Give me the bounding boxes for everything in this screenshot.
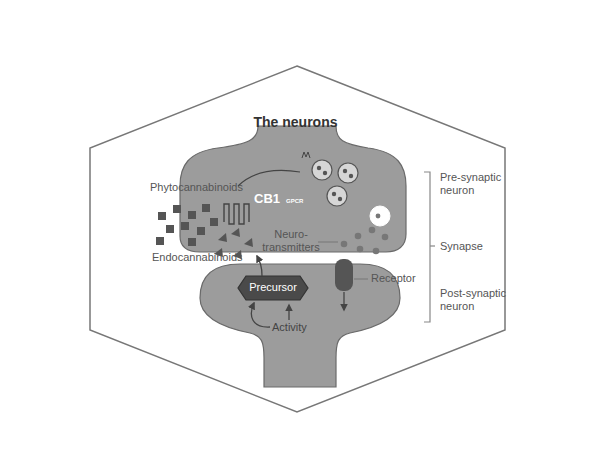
neurotransmitter	[341, 241, 348, 248]
signal-arrow	[343, 292, 344, 310]
phytocannabinoid	[202, 204, 210, 212]
neurotransmitters-label: Neuro- transmitters	[262, 228, 320, 253]
receptor-symbol	[335, 259, 353, 291]
release-arrow	[257, 256, 262, 276]
endocannabinoid	[218, 233, 227, 242]
vesicle-content	[323, 171, 327, 175]
section-label: Synapse	[440, 240, 483, 253]
feedback-arrow	[251, 303, 270, 327]
vesicle	[327, 186, 347, 206]
phytocannabinoid	[197, 227, 205, 235]
inhibition-symbol	[302, 152, 310, 158]
precursor-label: Precursor	[238, 281, 308, 294]
phytocannabinoid	[173, 205, 181, 213]
receptor-class: GPCR	[286, 198, 303, 205]
neurotransmitter	[357, 246, 364, 253]
neurotransmitter	[373, 248, 380, 255]
activity-arrow	[288, 305, 289, 320]
neurotransmitter	[355, 233, 362, 240]
phytocannabinoid	[158, 212, 166, 220]
endocannabinoid	[244, 238, 253, 247]
endocannabinoids-label: Endocannabinoids	[152, 251, 243, 264]
vesicle-content	[349, 174, 353, 178]
neurotransmitter	[369, 227, 376, 234]
phytocannabinoids-label: Phytocannabinoids	[150, 181, 243, 194]
bracket-tick	[430, 245, 435, 246]
diagram-title: The neurons	[0, 114, 591, 130]
phytocannabinoid	[210, 218, 218, 226]
phytocannabinoid-group	[156, 204, 218, 246]
node-shape	[200, 264, 400, 387]
activity-label: Activity	[272, 321, 307, 334]
neurotransmitter	[382, 234, 389, 241]
phytocannabinoid	[188, 238, 196, 246]
cb1-receptor-symbol	[224, 204, 249, 224]
phytocannabinoid	[181, 222, 189, 230]
neurotransmitter-group	[341, 227, 389, 255]
endocannabinoid	[231, 228, 240, 237]
section-label: Pre-synaptic neuron	[440, 171, 510, 196]
leader-line	[354, 279, 368, 280]
receptor-name: CB1	[254, 192, 280, 207]
section-label: Post-synaptic neuron	[440, 287, 512, 312]
vesicle	[312, 160, 332, 180]
vesicle-content	[332, 192, 336, 196]
vesicle-content	[317, 166, 321, 170]
phytocannabinoid	[188, 211, 196, 219]
fusing-vesicle	[370, 206, 390, 226]
postsynaptic-neuron: Activity Precursor	[200, 262, 400, 387]
vesicle-content	[343, 169, 347, 173]
receptor-label: Receptor	[371, 272, 416, 285]
signal-curve	[238, 171, 300, 186]
precursor-shape: Precursor	[238, 276, 308, 300]
leader-line	[318, 242, 338, 243]
phytocannabinoid	[156, 237, 164, 245]
vesicle	[338, 163, 358, 183]
vesicle-content	[376, 214, 381, 219]
node-shape	[238, 276, 308, 300]
bracket	[424, 172, 430, 322]
vesicle-content	[338, 197, 342, 201]
phytocannabinoid	[166, 225, 174, 233]
